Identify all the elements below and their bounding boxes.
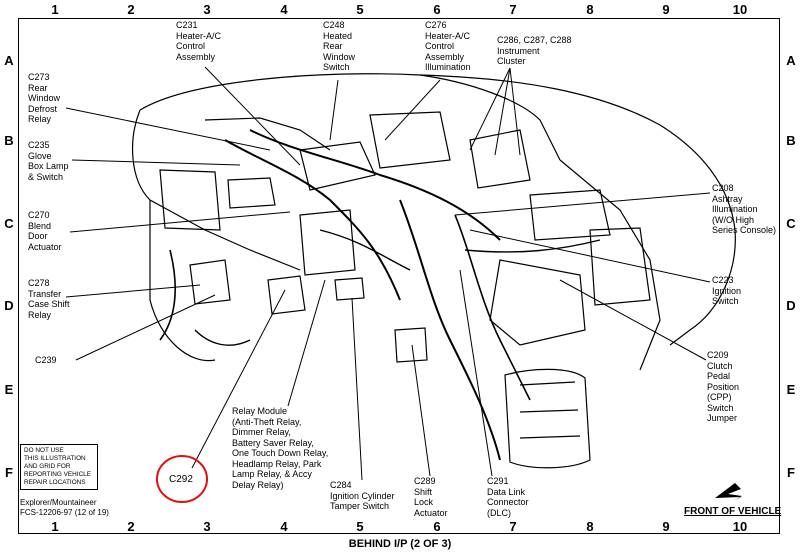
diagram-title: BEHIND I/P (2 OF 3): [348, 538, 452, 550]
col-10-top: 10: [732, 2, 748, 17]
c292-highlight-circle: [156, 455, 208, 503]
diagram-frame: [18, 18, 780, 534]
label-relay-module: Relay Module (Anti-Theft Relay, Dimmer R…: [232, 406, 329, 490]
col-4-bottom: 4: [280, 519, 288, 534]
label-c239: C239: [35, 355, 57, 365]
leader-c286-a: [469, 67, 511, 151]
leader-c235: [71, 159, 241, 166]
row-e-right: E: [786, 382, 796, 397]
label-c270: C270 Blend Door Actuator: [28, 210, 62, 252]
leader-c292: [191, 289, 286, 469]
leader-c231: [204, 66, 301, 166]
leader-relay-module: [287, 279, 326, 407]
col-10-bottom: 10: [732, 519, 748, 534]
label-c292: C292: [169, 474, 193, 485]
row-b-right: B: [786, 133, 796, 148]
col-9-top: 9: [662, 2, 670, 17]
label-c248: C248 Heated Rear Window Switch: [323, 20, 356, 72]
leader-c273: [65, 107, 271, 151]
leader-c276: [384, 79, 441, 141]
leader-c286-b: [494, 67, 511, 156]
col-8-bottom: 8: [586, 519, 594, 534]
leader-c284: [351, 297, 363, 481]
label-c235: C235 Glove Box Lamp & Switch: [28, 140, 69, 182]
label-c208: C208 Ashtray Illumination (W/O High Seri…: [712, 183, 777, 235]
row-d-right: D: [786, 298, 796, 313]
row-c-left: C: [4, 216, 14, 231]
row-d-left: D: [4, 298, 14, 313]
col-1-top: 1: [51, 2, 59, 17]
usage-note-box: DO NOT USE THIS ILLUSTRATION AND GRID FO…: [20, 444, 98, 490]
row-a-left: A: [4, 53, 14, 68]
col-3-bottom: 3: [203, 519, 211, 534]
col-1-bottom: 1: [51, 519, 59, 534]
row-f-right: F: [787, 465, 795, 480]
col-7-bottom: 7: [509, 519, 517, 534]
label-c286: C286, C287, C288 Instrument Cluster: [497, 35, 572, 66]
row-c-right: C: [786, 216, 796, 231]
label-c231: C231 Heater-A/C Control Assembly: [176, 20, 222, 62]
label-c291: C291 Data Link Connector (DLC): [487, 476, 529, 518]
row-f-left: F: [5, 465, 13, 480]
col-8-top: 8: [586, 2, 594, 17]
row-b-left: B: [4, 133, 14, 148]
row-a-right: A: [786, 53, 796, 68]
leader-c239: [75, 294, 216, 361]
col-4-top: 4: [280, 2, 288, 17]
col-6-bottom: 6: [433, 519, 441, 534]
col-5-bottom: 5: [356, 519, 364, 534]
leader-c278: [65, 284, 201, 298]
leader-c208: [454, 192, 711, 216]
front-of-vehicle-label: FRONT OF VEHICLE: [684, 506, 782, 517]
col-2-bottom: 2: [127, 519, 135, 534]
leader-c209: [559, 279, 707, 361]
front-arrow-icon: [715, 483, 742, 501]
label-c273: C273 Rear Window Defrost Relay: [28, 72, 61, 124]
label-c278: C278 Transfer Case Shift Relay: [28, 278, 70, 320]
col-9-bottom: 9: [662, 519, 670, 534]
label-c209: C209 Clutch Pedal Position (CPP) Switch …: [707, 350, 740, 423]
row-e-left: E: [4, 382, 14, 397]
leader-c286-c: [509, 67, 521, 156]
label-c284: C284 Ignition Cylinder Tamper Switch: [330, 480, 395, 511]
label-c276: C276 Heater-A/C Control Assembly Illumin…: [425, 20, 471, 72]
leader-c223: [469, 229, 711, 283]
col-3-top: 3: [203, 2, 211, 17]
label-c223: C223 Ignition Switch: [712, 275, 742, 306]
col-2-top: 2: [127, 2, 135, 17]
leader-c270: [69, 211, 291, 233]
col-5-top: 5: [356, 2, 364, 17]
col-7-top: 7: [509, 2, 517, 17]
source-reference: Explorer/Mountaineer FCS-12206-97 (12 of…: [20, 498, 109, 517]
col-6-top: 6: [433, 2, 441, 17]
label-c289: C289 Shift Lock Actuator: [414, 476, 448, 518]
leader-c248: [329, 79, 339, 141]
leader-c289: [411, 344, 431, 477]
leader-c291: [459, 269, 493, 477]
